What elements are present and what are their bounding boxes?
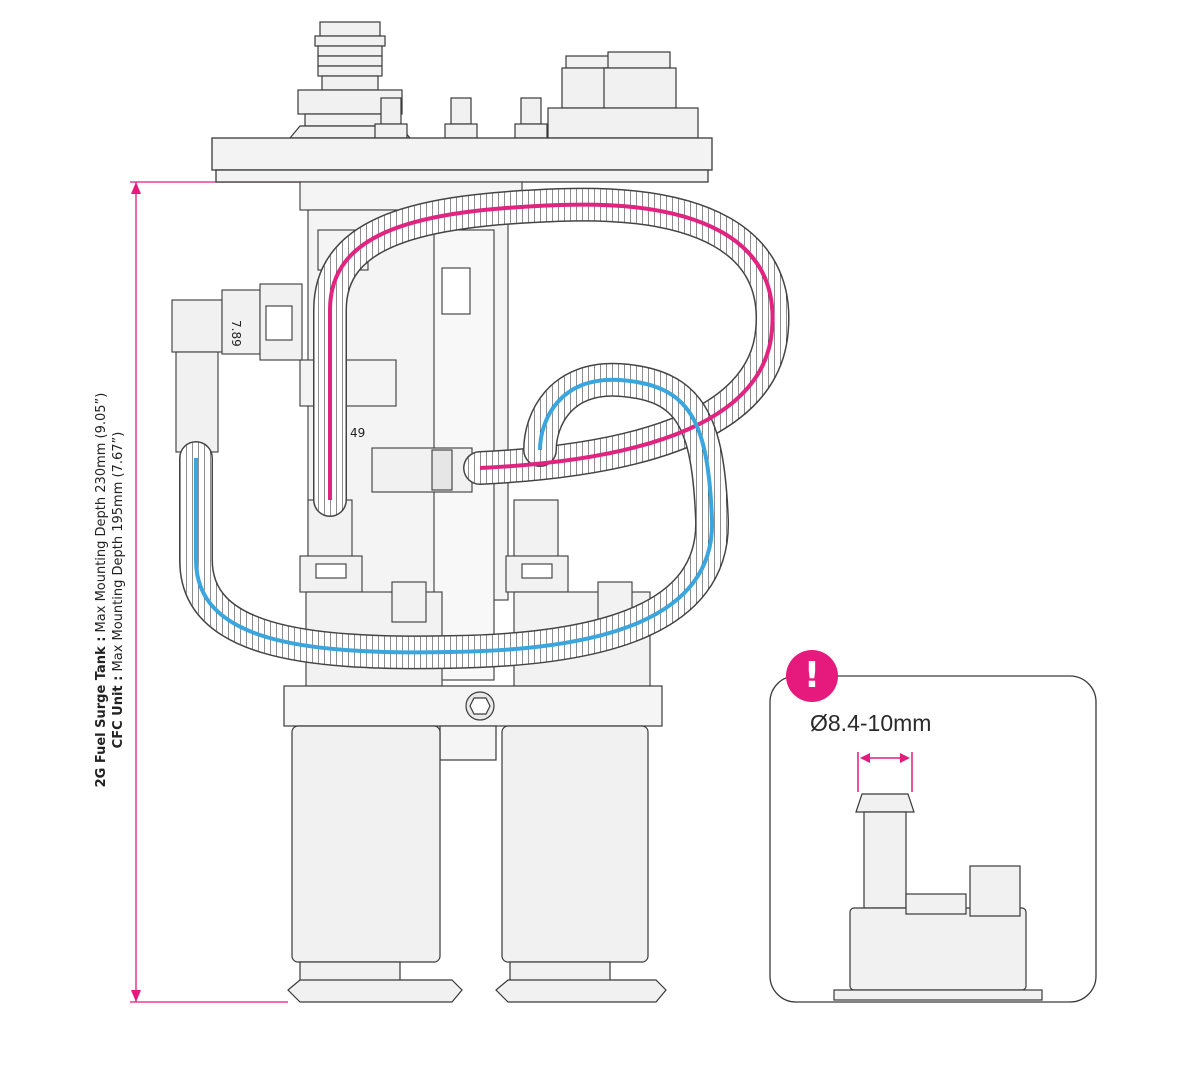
diameter-label: Ø8.4-10mm: [810, 710, 932, 736]
feed-line-magenta: [328, 202, 775, 500]
alert-icon: [786, 650, 838, 702]
surge-tank-title: 2G Fuel Surge Tank :: [94, 636, 109, 788]
cfc-value: Max Mounting Depth 195mm (7.67”): [111, 431, 126, 672]
fuel-pumps: [287, 725, 667, 1003]
surge-tank-value: Max Mounting Depth 230mm (9.05”): [94, 392, 109, 633]
connector-mark-789: 7.89: [229, 320, 243, 347]
return-line-blue: [194, 377, 715, 655]
barb-fitting-detail: [833, 793, 1043, 1001]
fitting-callout: [769, 650, 1097, 1003]
connector-mark-49: 49: [350, 426, 365, 440]
diameter-arrow: [857, 752, 913, 792]
left-connector: 7.89: [171, 283, 303, 453]
cfc-depth: CFC Unit : Max Mounting Depth 195mm (7.6…: [110, 393, 127, 788]
surge-tank-depth: 2G Fuel Surge Tank : Max Mounting Depth …: [93, 393, 110, 788]
top-plate: [211, 137, 713, 183]
alert-exclamation-icon: !: [803, 655, 821, 696]
mid-connector: 49: [350, 426, 473, 493]
cfc-title: CFC Unit :: [111, 675, 126, 749]
top-fittings: [288, 21, 699, 139]
clamp-band: [283, 685, 663, 761]
